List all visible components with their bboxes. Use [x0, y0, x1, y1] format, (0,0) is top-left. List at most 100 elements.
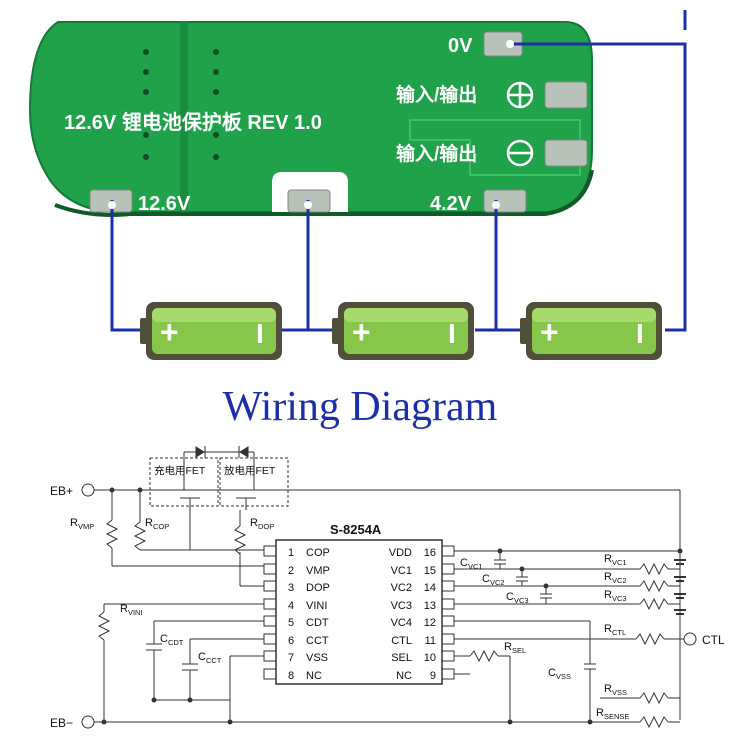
- label-12v6: 12.6V: [138, 193, 191, 215]
- pin-num: 7: [288, 652, 294, 664]
- label-in-out-neg: 输入/输出: [396, 142, 477, 165]
- board-title: 12.6V 锂电池保护板 REV 1.0: [64, 110, 322, 134]
- pin-num: 5: [288, 617, 294, 629]
- label-r-sense: RSENSE: [596, 707, 629, 721]
- pin-num: 12: [424, 617, 436, 629]
- resistor-vc3: [639, 597, 669, 611]
- wiring: [110, 10, 687, 332]
- battery-1: + I: [140, 302, 282, 360]
- pcb-slot: [180, 22, 188, 212]
- wire-8v4: [282, 200, 310, 332]
- pin-name: CCT: [306, 635, 329, 647]
- pin-name: CTL: [391, 635, 412, 647]
- battery-3: + I: [520, 302, 662, 360]
- label-r-cop: RCOP: [145, 517, 169, 531]
- junction-8v4: [304, 201, 312, 209]
- resistor-sense: [639, 715, 669, 729]
- label-4v2: 4.2V: [430, 193, 472, 215]
- wire-4v2: [475, 200, 498, 332]
- junction-4v2: [492, 201, 500, 209]
- schematic: [81, 446, 697, 729]
- pin-name: VC1: [391, 565, 412, 577]
- pcb-body: [28, 21, 593, 213]
- junction-dots: [101, 487, 683, 725]
- resistor-vmp: [105, 519, 119, 549]
- resistor-sel: [469, 649, 499, 663]
- junction-0v: [506, 40, 514, 48]
- pin-num: 2: [288, 565, 294, 577]
- pin-name: VC4: [391, 617, 412, 629]
- pad-neg: [544, 139, 588, 167]
- eb-minus-terminal: [81, 715, 95, 729]
- label-r-vc3: RVC3: [604, 589, 627, 603]
- label-8v4: 8.4V: [284, 172, 326, 194]
- pin-num: 10: [424, 652, 436, 664]
- pin-name: NC: [306, 670, 322, 682]
- label-in-out-pos: 输入/输出: [396, 83, 477, 106]
- battery-plus: +: [540, 314, 559, 350]
- label-r-vc1: RVC1: [604, 553, 627, 567]
- label-0v: 0V: [448, 35, 473, 57]
- wire-0v: [510, 42, 687, 332]
- label-r-vmp: RVMP: [70, 517, 94, 531]
- label-c-vc3: CVC3: [506, 591, 529, 605]
- pcb-edge-shadow: [54, 169, 594, 217]
- label-c-vss: CVSS: [548, 667, 571, 681]
- label-r-dop: RDOP: [250, 517, 274, 531]
- pin-name: CDT: [306, 617, 329, 629]
- minus-symbol-icon: [506, 139, 534, 167]
- pad-pos: [544, 81, 588, 109]
- fet-charge-box: [149, 457, 219, 507]
- fet-discharge-box: [219, 457, 289, 507]
- battery-minus: I: [636, 318, 644, 349]
- resistor-vini: [97, 611, 111, 641]
- pcb-board: 0V 输入/输出 输入/输出 12.6V 锂电池保护板 REV 1.0 12.6…: [28, 21, 594, 217]
- pin-name: NC: [396, 670, 412, 682]
- pin-name: VMP: [306, 565, 330, 577]
- pin-num: 13: [424, 600, 436, 612]
- resistor-ctl: [635, 632, 665, 646]
- label-r-vss: RVSS: [604, 683, 627, 697]
- wiring-diagram-title: Wiring Diagram: [223, 384, 498, 430]
- pad-4v2: [483, 189, 527, 213]
- fet-discharge-label: 放电用FET: [224, 464, 276, 477]
- battery-plus: +: [352, 314, 371, 350]
- pin-num: 16: [424, 547, 436, 559]
- pin-num: 11: [425, 635, 436, 647]
- pin-num: 3: [288, 582, 294, 594]
- right-pin-stubs: [441, 545, 455, 680]
- pin-num: 6: [288, 635, 294, 647]
- fet-charge-label: 充电用FET: [154, 464, 206, 477]
- pin-num: 8: [288, 670, 294, 682]
- ctl-terminal: [683, 632, 697, 646]
- ic-name: S-8254A: [330, 522, 382, 537]
- schematic-labels: S-8254A 充电用FET 放电用FET EB+ EB− CTL 1 COP …: [50, 464, 725, 730]
- battery-2: + I: [332, 302, 474, 360]
- battery-minus: I: [256, 318, 264, 349]
- label-c-vc2: CVC2: [482, 573, 505, 587]
- pin-name: VC3: [391, 600, 412, 612]
- eb-minus-label: EB−: [50, 716, 73, 730]
- label-r-ctl: RCTL: [604, 623, 626, 637]
- left-pin-stubs: [263, 545, 277, 680]
- pin-num: 1: [288, 547, 294, 559]
- label-c-cct: CCCT: [198, 651, 222, 665]
- pin-num: 15: [424, 565, 436, 577]
- wire-12v6: [110, 200, 148, 332]
- pin-name: VDD: [389, 547, 412, 559]
- eb-plus-label: EB+: [50, 484, 73, 498]
- junction-12v6: [108, 201, 116, 209]
- plus-symbol-icon: [506, 81, 534, 109]
- pin-name: VSS: [306, 652, 328, 664]
- label-r-sel: RSEL: [504, 641, 526, 655]
- pin-name: DOP: [306, 582, 330, 594]
- resistor-dop: [233, 525, 247, 555]
- battery-minus: I: [448, 318, 456, 349]
- battery-plus: +: [160, 314, 179, 350]
- resistor-vss: [639, 691, 669, 705]
- pin-name: COP: [306, 547, 330, 559]
- via-dots: [143, 49, 219, 160]
- pin-num: 14: [424, 582, 436, 594]
- ctl-label: CTL: [702, 633, 725, 647]
- resistor-vc2: [639, 579, 669, 593]
